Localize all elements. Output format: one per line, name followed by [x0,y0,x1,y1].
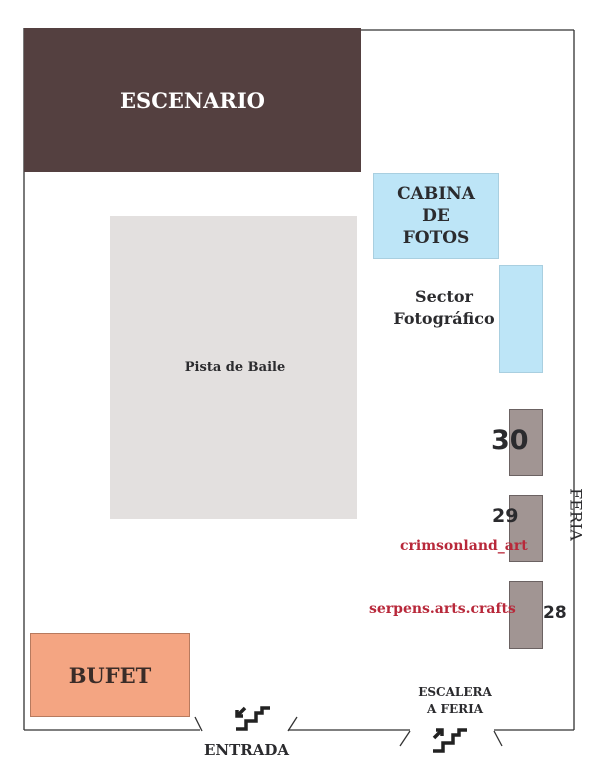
photo-booth: CABINA DE FOTOS [373,173,499,259]
buffet: BUFET [30,633,190,717]
vendor-label-28: serpens.arts.crafts [369,601,516,617]
booth-number-29: 29 [492,505,519,527]
photo-sector [499,265,543,373]
fair-stairs-icon [432,728,467,753]
vendor-label-29: crimsonland_art [400,538,528,554]
stage-label: ESCENARIO [120,87,265,113]
stage: ESCENARIO [24,28,361,172]
fair-label: FERIA [566,488,586,541]
entrance-stairs-icon [235,706,270,731]
booth-29[interactable] [509,495,543,562]
dance-floor: Pista de Baile [110,216,357,519]
booth-number-30: 30 [491,425,529,456]
photo-sector-label: Sector Fotográfico [393,287,495,328]
booth-number-28: 28 [543,603,567,623]
dance-floor-label: Pista de Baile [184,360,286,375]
photo-booth-label: CABINA DE FOTOS [397,184,475,248]
fair-stairs-label[interactable]: ESCALERA A FERIA [418,685,492,716]
buffet-label: BUFET [68,662,152,688]
booth-28[interactable] [509,581,543,649]
entrance-label[interactable]: ENTRADA [204,741,290,759]
booth-30[interactable] [509,409,543,476]
